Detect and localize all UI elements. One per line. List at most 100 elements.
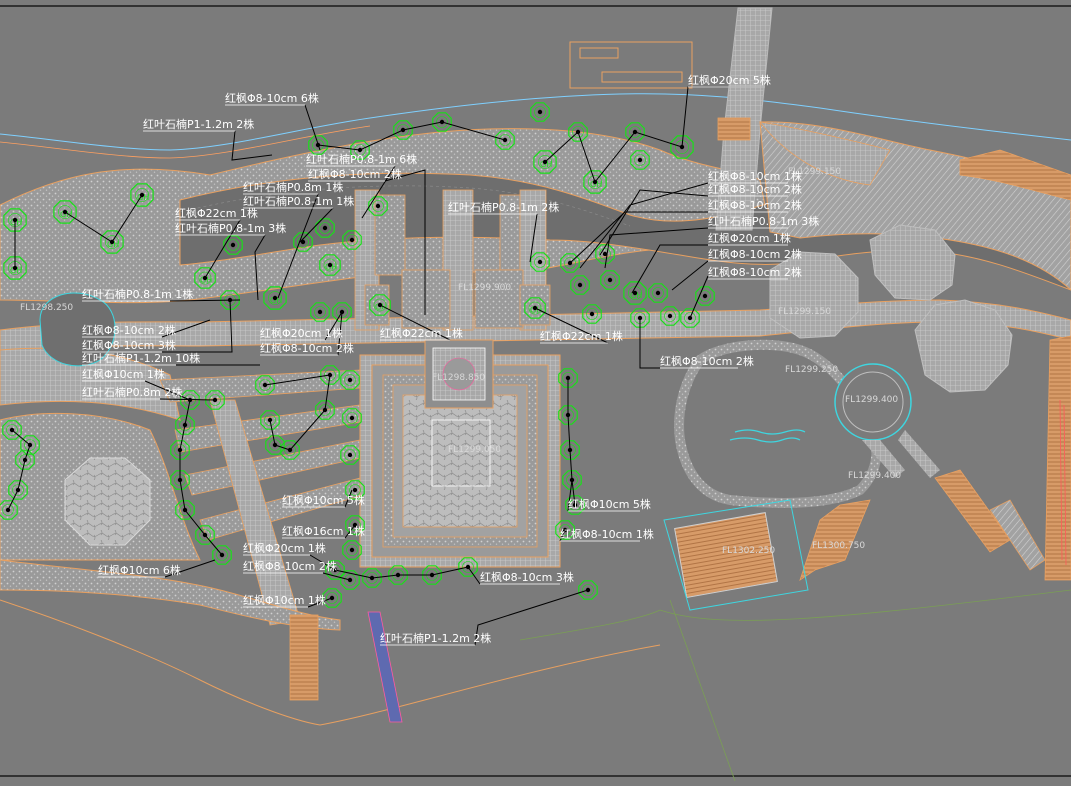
tree-symbol [558,368,578,388]
tree-canopy [538,155,552,169]
tree-symbol [458,557,478,577]
plant-label: 红枫Φ10cm 6株 [98,563,181,577]
plant-label: 红枫Φ22cm 1株 [175,206,258,220]
plant-label: 红枫Φ20cm 1株 [243,541,326,555]
tree-canopy [284,444,296,456]
tree-canopy [12,484,24,496]
plant-label: 红枫Φ20cm 1株 [708,231,791,245]
tree-symbol [310,302,330,322]
leader-line [299,207,334,243]
tree-canopy [588,175,602,189]
tree-center-point [349,415,355,421]
leader-line [264,374,331,451]
tree-symbol [558,405,578,425]
leader-line [231,130,273,161]
leader-line [559,529,566,542]
tree-canopy [314,306,326,318]
tree-canopy [346,412,358,424]
tree-center-point [347,452,353,458]
tree-center-point [327,262,333,268]
leader-line [337,311,343,356]
tree-symbol-label: GH [270,296,282,305]
plant-label: 红枫Φ8-10cm 6株 [225,91,319,105]
tree-symbol [524,297,546,319]
tree-symbol-label: GH [540,160,552,169]
leader-line [379,304,451,341]
leader-line [144,380,191,401]
leader-lines [7,86,765,646]
tree-center-point [230,242,236,248]
tree-center-point [347,377,353,383]
leader-line [307,597,333,608]
tree-center-point [667,313,673,319]
tree-center-point [272,295,278,301]
tree-canopy [268,291,282,305]
leader-line [671,260,709,291]
leader-line [579,182,709,269]
tree-canopy [319,404,331,416]
tree-canopy [344,574,356,586]
elevation-label: FL1302.250 [722,546,775,556]
tree-symbol [223,235,243,255]
plant-label: 红枫Φ22cm 1株 [540,329,623,343]
central-sunken-plaza [359,339,561,568]
circular-platform [834,363,940,478]
plant-label: 红枫Φ8-10cm 2株 [260,341,354,355]
tree-symbol-label: GH [137,193,149,202]
tree-symbol [568,122,588,142]
tree-symbol [325,560,345,580]
tree-symbol-label: GH [107,240,119,249]
tree-symbol [595,244,615,264]
tree-canopy [397,124,409,136]
drawing-frame [0,5,1071,777]
elevation-label: FL1299.150 [778,307,831,317]
tree-canopy [319,222,331,234]
tree-canopy [336,306,348,318]
tree-canopy [2,504,14,516]
leader-line [169,299,241,302]
tree-canopy [675,140,689,154]
tree-canopy [634,154,646,166]
tree-symbol [212,545,232,565]
tree-canopy [499,134,511,146]
tree-canopy [436,116,448,128]
tree-symbol [20,435,40,455]
plant-label: 红枫Φ8-10cm 3株 [480,570,574,584]
tree-symbol [340,370,360,390]
leader-line [534,307,609,344]
tree-symbol [0,500,18,520]
tree-symbol [175,415,195,435]
tree-canopy [6,424,18,436]
plant-label: 红叶石楠P0.8-1m 2株 [448,200,559,214]
plant-label: 红枫Φ8-10cm 2株 [708,198,802,212]
plant-label: 红枫Φ10cm 5株 [568,497,651,511]
tree-symbol [388,565,408,585]
tree-canopy [58,205,72,219]
tree-canopy [259,379,271,391]
tree-symbol [195,525,215,545]
plant-label: 红枫Φ8-10cm 2株 [308,167,402,181]
tree-symbol-label: GH [10,218,22,227]
leader-line [7,429,31,511]
leader-line [162,299,233,353]
tree-canopy [105,235,119,249]
elevation-label: FL1299.400 [845,395,898,405]
tree-canopy [24,439,36,451]
tree-symbol [205,390,225,410]
leader-line [309,554,336,571]
leader-line [361,165,396,219]
leader-line [324,311,343,341]
pavilion-footprint [569,41,693,89]
tree-symbol [319,254,341,276]
tree-symbol [3,208,27,232]
tree-symbol [280,440,300,460]
tree-symbol [432,112,452,132]
elevation-label: FL1300.750 [812,541,865,551]
tree-symbol [263,286,287,310]
tree-center-point [375,203,381,209]
tree-canopy [534,106,546,118]
tree-symbol [623,281,647,305]
tree-symbol-label: GH [325,262,337,271]
